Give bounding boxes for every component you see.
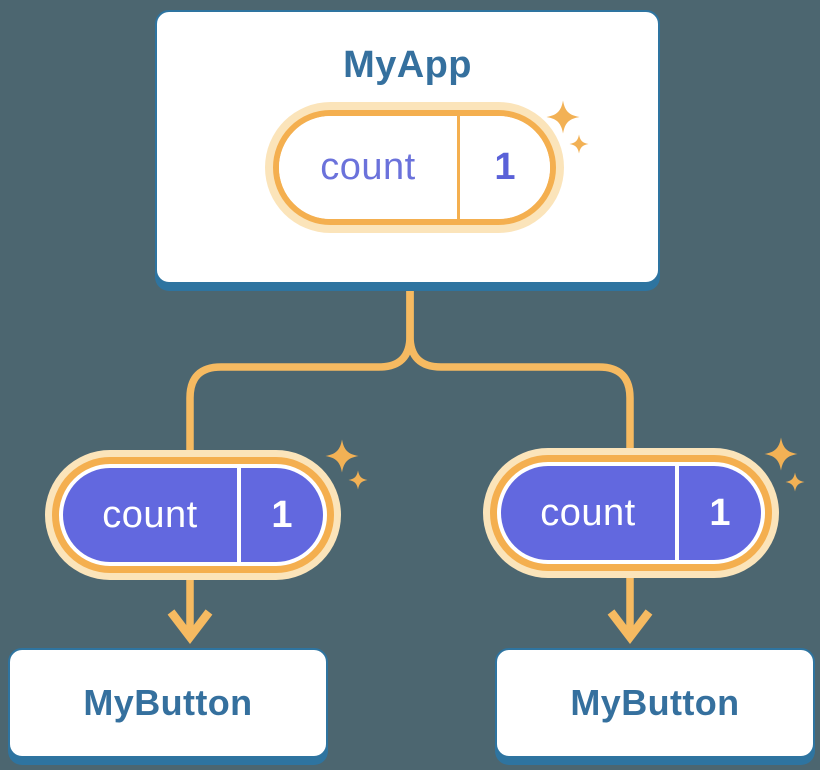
prop-pill-right-body: count 1: [501, 466, 761, 560]
prop-pill-right-value-section: 1: [679, 466, 761, 560]
prop-pill-right-value: 1: [709, 491, 731, 534]
prop-pill-left-border: count 1: [52, 457, 334, 573]
prop-pill-left-value: 1: [271, 493, 293, 536]
mybutton-right-title: MyButton: [570, 682, 740, 723]
myapp-card-title: MyApp: [343, 44, 472, 86]
sparkle-small-icon: [348, 470, 368, 490]
sparkle-small-icon: [785, 472, 805, 492]
arrowhead-right-icon: [607, 609, 653, 645]
prop-pill-right-divider: [675, 466, 679, 560]
prop-pill-right: count 1: [483, 448, 779, 578]
prop-pill-right-label-section: count: [501, 466, 675, 560]
mybutton-card-left: MyButton: [8, 648, 328, 758]
mybutton-card-right: MyButton: [495, 648, 815, 758]
state-pill-value-section: 1: [460, 116, 550, 219]
prop-pill-left-label: count: [102, 493, 198, 536]
prop-pill-left-value-section: 1: [241, 468, 323, 562]
state-pill-value: 1: [494, 146, 516, 188]
state-pill-label-section: count: [279, 116, 457, 219]
sparkle-large-icon: [325, 439, 359, 473]
state-pill-body: count 1: [279, 116, 550, 219]
state-pill-divider: [457, 116, 460, 219]
prop-pill-left: count 1: [45, 450, 341, 580]
state-pill-count: count 1: [265, 102, 564, 233]
prop-pill-left-label-section: count: [63, 468, 237, 562]
prop-pill-left-body: count 1: [63, 468, 323, 562]
arrowhead-left-icon: [167, 609, 213, 645]
state-pill-label: count: [320, 146, 416, 188]
sparkle-large-icon: [764, 437, 798, 471]
prop-pill-right-label: count: [540, 491, 636, 534]
prop-pill-right-border: count 1: [490, 455, 772, 571]
state-pill-border: count 1: [273, 110, 556, 225]
myapp-card: MyApp count 1: [155, 10, 660, 284]
mybutton-left-title: MyButton: [83, 682, 253, 723]
